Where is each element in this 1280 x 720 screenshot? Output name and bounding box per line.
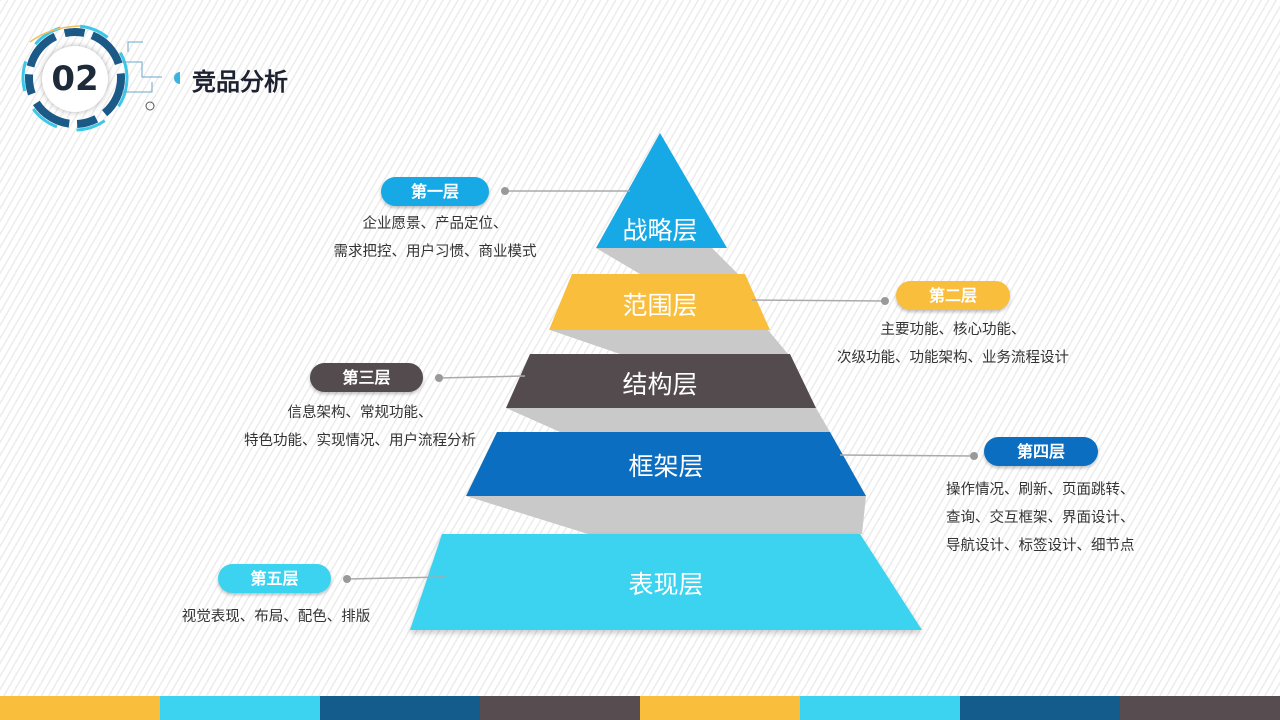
desc-layer-2: 主要功能、核心功能、 次级功能、功能架构、业务流程设计 [837, 316, 1069, 372]
shadow-1 [596, 248, 738, 274]
shadow-2 [550, 330, 788, 354]
desc-layer-4: 操作情况、刷新、页面跳转、 查询、交互框架、界面设计、 导航设计、标签设计、细节… [946, 476, 1135, 560]
layer-shape-3 [506, 354, 816, 408]
desc-line: 视觉表现、布局、配色、排版 [181, 609, 371, 625]
badge-layer-4: 第四层 [984, 437, 1098, 466]
section-number: 02 [42, 46, 108, 112]
badge-layer-3: 第三层 [310, 363, 423, 392]
layer-label-2: 范围层 [622, 291, 698, 320]
desc-line: 操作情况、刷新、页面跳转、 [946, 482, 1135, 498]
desc-layer-3: 信息架构、常规功能、 特色功能、实现情况、用户流程分析 [244, 399, 476, 455]
desc-line: 企业愿景、产品定位、 [362, 216, 508, 232]
layer-label-5: 表现层 [628, 570, 704, 599]
layer-shape-2 [549, 274, 770, 330]
layer-shape-4 [466, 432, 866, 496]
layer-shape-1 [596, 133, 727, 248]
footer-segment [160, 696, 320, 720]
desc-line: 次级功能、功能架构、业务流程设计 [837, 350, 1069, 366]
badge-layer-1: 第一层 [381, 177, 489, 206]
desc-line: 需求把控、用户习惯、商业模式 [333, 244, 537, 260]
badge-layer-5: 第五层 [218, 564, 331, 593]
footer-segment [0, 696, 160, 720]
shadow-4 [466, 496, 866, 534]
footer-segment [480, 696, 640, 720]
footer-segment [320, 696, 480, 720]
badge-layer-2: 第二层 [896, 281, 1010, 310]
desc-line: 主要功能、核心功能、 [880, 322, 1026, 338]
desc-line: 导航设计、标签设计、细节点 [946, 538, 1135, 554]
footer-segment [640, 696, 800, 720]
desc-line: 查询、交互框架、界面设计、 [946, 510, 1135, 526]
shadow-3 [506, 408, 830, 432]
page-title: 竞品分析 [192, 68, 288, 96]
header-decoration-icon [21, 24, 180, 132]
desc-layer-1: 企业愿景、产品定位、 需求把控、用户习惯、商业模式 [334, 210, 537, 266]
desc-layer-5: 视觉表现、布局、配色、排版 [182, 603, 371, 631]
layer-label-1: 战略层 [622, 216, 698, 245]
layer-label-3: 结构层 [622, 370, 698, 399]
layer-label-4: 框架层 [628, 452, 704, 481]
footer-segment [1120, 696, 1280, 720]
desc-line: 特色功能、实现情况、用户流程分析 [244, 433, 476, 449]
desc-line: 信息架构、常规功能、 [287, 405, 433, 421]
layer-shape-5 [410, 534, 922, 630]
footer-segment [800, 696, 960, 720]
footer-segment [960, 696, 1120, 720]
